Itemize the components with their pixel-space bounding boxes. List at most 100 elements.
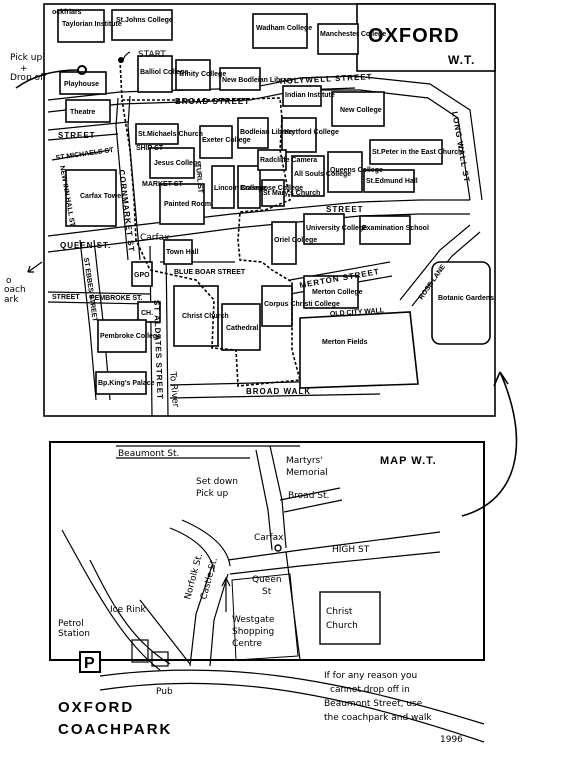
- building-university: [303, 213, 345, 245]
- label-corpus: Corpus Christi College: [264, 301, 340, 308]
- building-st-peter: [369, 139, 443, 165]
- label-carfax: Carfax: [254, 533, 284, 543]
- label-manchester: Manchester College: [320, 31, 386, 38]
- building-town-hall: [163, 239, 193, 265]
- label-playhouse: Playhouse: [64, 81, 99, 88]
- label-examination: Examination School: [362, 225, 429, 232]
- building-new-college: [331, 91, 385, 127]
- label-theatre: Theatre: [70, 109, 95, 116]
- street-old-city-wall: OLD CITY WALL: [330, 307, 385, 318]
- walking-route: [119, 59, 302, 387]
- building-corpus: [261, 285, 293, 327]
- parking-sign: [79, 651, 101, 673]
- building-taylorian: [57, 9, 105, 43]
- building-st-edmund: [363, 169, 415, 193]
- street-st-ebbes: ST EBBES STREET: [82, 257, 98, 323]
- label-pembroke: Pembroke College: [100, 333, 161, 340]
- connector-arrow: [461, 371, 518, 517]
- building-st-michaels-church: [135, 123, 179, 145]
- label-hertford: Hertford College: [284, 129, 339, 136]
- street-turl: TURL ST: [194, 164, 204, 195]
- street-holywell: HOLYWELL STREET: [280, 72, 373, 86]
- label-year: 1996: [440, 735, 463, 745]
- label-brasenose: Brasenose College: [240, 185, 303, 192]
- label-taylorian: Taylorian Institute: [62, 21, 122, 28]
- coachpark-arrow-label-1: o: [6, 276, 12, 286]
- title-box: [356, 3, 496, 72]
- coachpark-arrow: [27, 261, 43, 273]
- label-st-michaels-church: St.Michaels Church: [138, 131, 203, 138]
- building-pembroke: [97, 319, 147, 353]
- note-line-1: If for any reason you: [324, 671, 417, 681]
- label-balliol: Balliol College: [140, 69, 188, 76]
- top-buildings: [57, 9, 491, 395]
- building-merton: [303, 275, 359, 309]
- label-merton-college: Merton College: [312, 289, 363, 296]
- bottom-map-frame: [49, 441, 485, 661]
- building-examination: [359, 215, 411, 245]
- building-st-johns: [111, 9, 173, 41]
- building-ch: [137, 301, 161, 323]
- street-ship: SHIP ST: [136, 145, 164, 152]
- building-painted-room: [159, 183, 205, 225]
- label-st: St: [262, 587, 272, 597]
- street-carfax: Carfax: [140, 233, 170, 243]
- coachpark-arrowhead: [27, 265, 34, 273]
- building-playhouse: [59, 71, 107, 95]
- map-title: OXFORD: [368, 25, 460, 47]
- building-wadham: [252, 13, 308, 49]
- label-st-marys: St Mary's Church: [263, 190, 320, 197]
- street-high: STREET: [326, 205, 364, 214]
- label-pub: Pub: [156, 687, 173, 697]
- label-pick-up: Pick up: [196, 489, 228, 499]
- label-bodleian: Bodleian Library: [240, 129, 295, 136]
- label-set-down: Set down: [196, 477, 238, 487]
- label-bp-kings: Bp.King's Palace: [98, 380, 155, 387]
- street-st-aldates: ST ALDATES STREET: [152, 300, 164, 400]
- label-christ-church: Christ Church: [182, 313, 229, 320]
- street-market: MARKET ST: [142, 181, 184, 188]
- label-st-johns: St.Johns College: [116, 17, 173, 24]
- label-trinity: Trinity College: [178, 71, 226, 78]
- street-long-wall: LONG WALL ST: [450, 111, 471, 184]
- label-coachpark-2: COACHPARK: [58, 721, 172, 738]
- label-ice-rink: Ice Rink: [110, 605, 146, 615]
- building-lincoln: [211, 165, 235, 209]
- label-lincoln: Lincoln College: [214, 185, 266, 192]
- label-high: HIGH ST: [332, 545, 370, 555]
- building-manchester: [317, 23, 359, 55]
- start-marker: [118, 57, 124, 63]
- street-blue-boar: BLUE BOAR STREET: [174, 269, 246, 276]
- label-ch: CH.: [141, 310, 153, 317]
- building-trinity: [175, 59, 211, 91]
- area-merton-fields: [299, 311, 419, 389]
- label-all-souls: All Souls College: [294, 171, 351, 178]
- street-broad: BROAD STREET: [175, 97, 250, 106]
- bottom-map-title: MAP W.T.: [380, 455, 437, 467]
- pickup-note-2: +: [20, 64, 28, 74]
- building-indian-institute: [282, 85, 322, 107]
- street-st-michaels: ST MICHAELS ST: [55, 147, 114, 162]
- label-petrol-2: Station: [58, 629, 90, 639]
- label-cathedral: Cathedral: [226, 325, 258, 332]
- building-exeter: [199, 125, 233, 159]
- christ-church-box: [319, 591, 381, 645]
- building-cathedral: [221, 303, 261, 351]
- label-westgate-1: Westgate: [232, 615, 275, 625]
- pub-building: [151, 651, 169, 667]
- label-botanic: Botanic Gardens: [438, 295, 494, 302]
- building-queens: [327, 151, 363, 193]
- label-oriel: Oriel College: [274, 237, 317, 244]
- street-queen: QUEEN ST.: [60, 241, 111, 250]
- label-queen: Queen: [252, 575, 282, 585]
- label-broad: Broad St.: [288, 491, 329, 501]
- building-hertford: [281, 117, 317, 153]
- label-cockfriars: ockfriars: [52, 9, 82, 16]
- building-carfax-tower: [65, 169, 117, 227]
- label-radcliffe: Radcliffe Camera: [260, 157, 317, 164]
- ice-rink-building: [131, 639, 149, 663]
- building-radcliffe: [257, 149, 287, 171]
- building-oriel: [271, 221, 297, 265]
- street-pembroke-st: PEMBROKE ST.: [90, 295, 143, 302]
